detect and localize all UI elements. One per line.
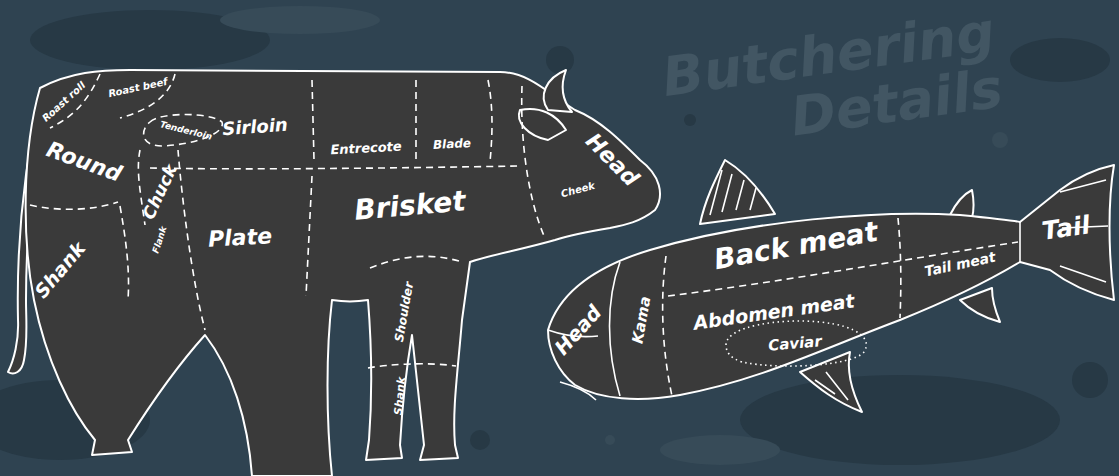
cut-label: Sirloin	[222, 116, 289, 139]
cut-label: Entrecote	[330, 140, 402, 157]
fish-cut-lines	[663, 218, 1018, 396]
cut-label: Blade	[433, 137, 472, 151]
cut-label: Plate	[207, 225, 272, 250]
cut-label: Tail	[1040, 212, 1091, 243]
fish-lines	[548, 170, 1108, 400]
cut-label: Shank	[393, 376, 407, 415]
fish-figure	[548, 160, 1114, 412]
watermark-title: Butchering Details	[614, 4, 1006, 169]
cow-figure	[8, 70, 660, 476]
cow-cut-lines	[30, 74, 545, 368]
